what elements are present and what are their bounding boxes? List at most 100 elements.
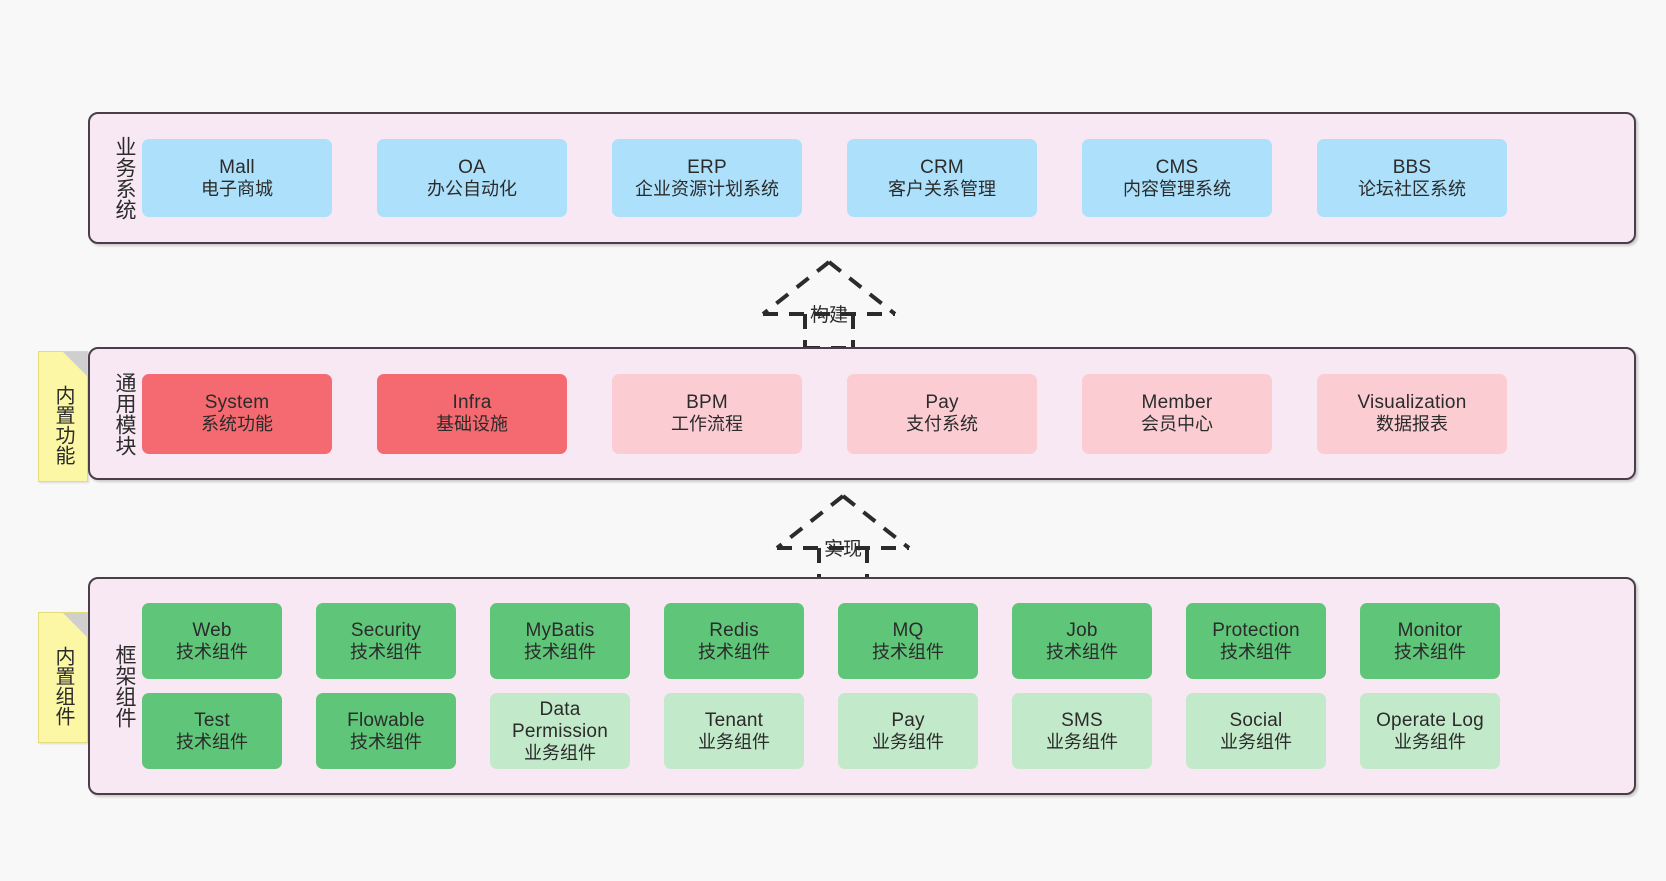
- note-fold-corner-icon: [63, 613, 87, 637]
- card-title-en: Web: [192, 619, 232, 641]
- connector-implement-label: 实现: [824, 539, 863, 560]
- card-title-cn: 数据报表: [1376, 414, 1448, 435]
- card-title-en: Flowable: [347, 709, 425, 731]
- card-title-en: BPM: [686, 392, 728, 414]
- card-title-en: Infra: [452, 392, 492, 414]
- connector-build: 构建: [758, 258, 900, 350]
- card-title-cn: 会员中心: [1141, 414, 1213, 435]
- card-title-cn: 技术组件: [698, 641, 770, 662]
- note-builtin-components-text: 内置组件: [52, 645, 74, 726]
- card-title-cn: 技术组件: [176, 731, 248, 752]
- card-title-en: Social: [1229, 709, 1283, 731]
- card-title-cn: 企业资源计划系统: [635, 178, 779, 199]
- card-title-cn: 办公自动化: [427, 178, 517, 199]
- card-title-cn: 系统功能: [201, 414, 273, 435]
- card-title-en: Operate Log: [1376, 709, 1484, 731]
- note-builtin-features-text: 内置功能: [52, 384, 74, 465]
- card-title-en: Pay: [891, 709, 925, 731]
- card-title-cn: 业务组件: [698, 731, 770, 752]
- card-title-en: CRM: [920, 156, 964, 178]
- card-title-en: BBS: [1392, 156, 1432, 178]
- card-title-en: Mall: [219, 156, 255, 178]
- card-title-cn: 技术组件: [1220, 641, 1292, 662]
- card-title-cn: 客户关系管理: [888, 178, 996, 199]
- card-title-en: ERP: [687, 156, 727, 178]
- card-title-en: Redis: [709, 619, 759, 641]
- note-builtin-features: 内置功能: [38, 351, 88, 482]
- card-title-cn: 论坛社区系统: [1358, 178, 1466, 199]
- connector-implement: 实现: [772, 492, 914, 584]
- card-title-en: Job: [1066, 619, 1098, 641]
- card-title-cn: 电子商城: [201, 178, 273, 199]
- card-title-cn: 支付系统: [906, 414, 978, 435]
- card-title-en: Visualization: [1357, 392, 1467, 414]
- card-title-en: System: [204, 392, 270, 414]
- card-title-en: Monitor: [1397, 619, 1463, 641]
- layer-title-business-systems: 业务系统: [113, 136, 136, 220]
- card-title-cn: 业务组件: [1394, 731, 1466, 752]
- card-title-cn: 业务组件: [1220, 731, 1292, 752]
- card-title-cn: 技术组件: [1394, 641, 1466, 662]
- card-title-cn: 技术组件: [350, 641, 422, 662]
- card-title-en: CMS: [1155, 156, 1199, 178]
- card-title-en: OA: [458, 156, 486, 178]
- card-title-en: SMS: [1061, 709, 1103, 731]
- note-fold-corner-icon: [63, 352, 87, 376]
- card-title-cn: 技术组件: [872, 641, 944, 662]
- layer-title-common-modules: 通用模块: [113, 371, 136, 456]
- card-title-en: Tenant: [704, 709, 764, 731]
- card-title-cn: 技术组件: [350, 731, 422, 752]
- note-builtin-components: 内置组件: [38, 612, 88, 743]
- layer-title-framework-components: 框架组件: [113, 644, 136, 728]
- card-title-en: Pay: [925, 392, 959, 414]
- card-title-en: MyBatis: [525, 619, 595, 641]
- card-title-cn: 工作流程: [671, 414, 743, 435]
- card-title-cn: 技术组件: [1046, 641, 1118, 662]
- card-title-cn: 业务组件: [1046, 731, 1118, 752]
- card-title-cn: 业务组件: [524, 742, 596, 763]
- card-title-en: Data Permission: [512, 698, 608, 742]
- card-title-cn: 技术组件: [176, 641, 248, 662]
- card-title-en: MQ: [892, 619, 924, 641]
- card-title-cn: 业务组件: [872, 731, 944, 752]
- card-title-en: Protection: [1212, 619, 1300, 641]
- connector-build-label: 构建: [810, 305, 849, 326]
